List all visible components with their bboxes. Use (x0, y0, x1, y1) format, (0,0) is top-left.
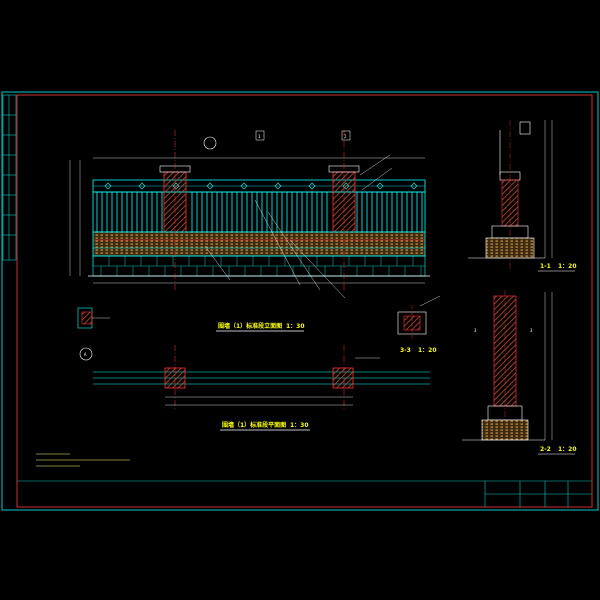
section-3-3 (397, 295, 441, 340)
notes-block (36, 453, 130, 467)
cap-ornament (274, 182, 282, 190)
section-2-2: 3 3 (462, 290, 553, 441)
section-3-title: 3-3 (400, 347, 411, 354)
leader-line (359, 154, 391, 176)
section-2-scale: 1：20 (558, 446, 577, 453)
cap-ornament (206, 182, 214, 190)
leader-line (267, 211, 321, 291)
cap-ornament (376, 182, 384, 190)
section-mark-2-elevation: 2 (344, 134, 347, 139)
section-1-scale: 1：20 (558, 263, 577, 270)
leader-line (204, 245, 231, 281)
section-mark-1-elevation: 1 (258, 134, 261, 139)
section-1-1 (468, 120, 553, 270)
plan-scale: 1：30 (290, 422, 309, 429)
elevation-title: 围墙（1）标准段立面图 (218, 322, 282, 330)
cap-ornament (308, 182, 316, 190)
plan-view (93, 345, 430, 410)
elevation-scale: 1：30 (286, 323, 305, 330)
leader-line (254, 199, 301, 286)
section-1-title: 1-1 (540, 263, 551, 270)
detail-a: A (77, 307, 110, 361)
cap-ornament (410, 182, 418, 190)
section-mark-3-left: 3 (474, 328, 477, 333)
section-2-wall (493, 295, 517, 407)
section-1-wall (501, 179, 519, 227)
cap-ornament (240, 182, 248, 190)
outer-border (1, 91, 599, 511)
cap-ornament (138, 182, 146, 190)
detail-mark-a: A (84, 352, 87, 357)
left-binding-strip (2, 94, 17, 261)
leader-line (289, 239, 346, 299)
elevation-view: 1 2 (69, 130, 430, 299)
section-3-scale: 1：20 (418, 347, 437, 354)
cap-ornament (104, 182, 112, 190)
plan-title: 围墙（1）标准段平面图 (222, 421, 286, 429)
section-mark-3-right: 3 (530, 328, 533, 333)
inner-border (16, 94, 593, 508)
leader-line (361, 167, 393, 191)
title-block (17, 480, 592, 507)
plan-post-right (332, 367, 354, 389)
section-2-title: 2-2 (540, 446, 551, 453)
